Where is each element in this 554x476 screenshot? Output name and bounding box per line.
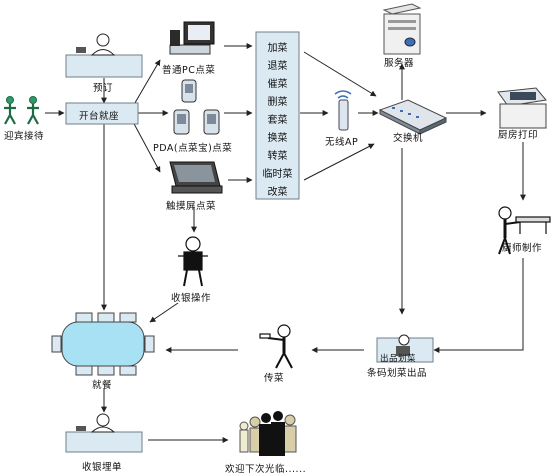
cashier-op-label: 收银操作 [171,293,212,304]
menu-item-urge: 催菜 [267,79,288,90]
kitchen-printer-icon [497,87,547,129]
pda-devices-icon [173,79,220,135]
arrow-cashierop-to-dining [149,302,179,323]
touch-order-label: 触摸屏点菜 [166,201,217,212]
menu-item-modify: 改菜 [267,187,288,198]
arrow-bottom-to-switch [303,143,375,181]
cashier-operator-icon [178,236,208,287]
checkout-station-icon [376,334,434,363]
arrow-chef-to-checkout [433,258,524,353]
menu-item-transfer: 转菜 [267,151,288,162]
open-table-label: 开台就座 [79,111,120,122]
kitchen-print-label: 厨房打印 [498,130,539,141]
serve-dish-label: 传菜 [264,373,285,384]
pc-computer-icon [169,21,215,55]
checkout-desk-label: 出品划菜 [380,354,417,364]
menu-item-add: 加菜 [267,43,288,54]
guest-reception-label: 迎宾接待 [4,131,45,142]
pc-order-label: 普通PC点菜 [162,65,216,76]
menu-item-swap: 换菜 [267,133,288,144]
touch-screen-icon [169,161,223,194]
arrow-open-to-touch [131,119,161,173]
dining-table-icon [51,312,155,376]
arrow-top-to-switch [303,51,377,97]
chef-icon [498,206,551,255]
guest-figures-icon [4,96,39,125]
connectors [45,43,526,443]
reserve-label: 预订 [93,83,114,94]
barcode-checkout-label: 条码划菜出品 [367,368,428,379]
arrow-open-to-pc [131,59,161,109]
pda-order-label: PDA(点菜宝)点菜 [153,143,233,154]
server-label: 服务器 [384,58,415,69]
chef-cook-label: 厨师制作 [502,243,543,254]
dining-label: 就餐 [92,380,113,391]
menu-item-return: 退菜 [267,61,288,72]
menu-item-delete: 删菜 [267,97,288,108]
server-icon [382,3,422,55]
serve-waiter-icon [259,324,293,369]
menu-panel [255,31,300,200]
reserve-desk [65,33,143,78]
wireless-ap-icon [334,90,352,131]
open-table-box [65,102,139,125]
menu-item-set: 套菜 [267,115,288,126]
cashier-pay-label: 收银埋单 [82,462,123,473]
menu-item-temporary: 临时菜 [262,169,293,180]
switch-label: 交换机 [393,133,424,144]
cashier-desk-icon [65,413,143,453]
switch-icon [378,99,448,135]
wireless-ap-label: 无线AP [325,137,359,148]
farewell-crowd-icon [239,411,297,456]
farewell-label: 欢迎下次光临...... [225,464,307,475]
